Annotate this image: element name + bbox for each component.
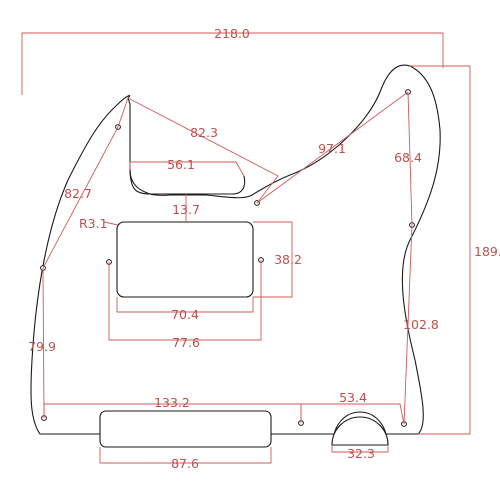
label-pickup-height: 38.2 [274,252,302,267]
label-neck-pocket-width: 56.1 [167,157,195,172]
bridge-cutout [99,410,272,448]
label-pickup-screw-spacing: 77.6 [172,335,200,350]
label-overall-width: 218.0 [214,26,250,41]
control-cutout [331,416,389,446]
label-corner-radius: R3.1 [79,216,108,231]
label-overall-height: 189.5 [474,244,500,259]
label-control-width: 32.3 [347,446,375,461]
dimension-lines [21,32,471,464]
pickguard-outline [30,64,441,435]
dimension-labels: 218.0 189.5 82.3 56.1 13.7 R3.1 82.7 38.… [28,26,500,471]
label-left-lower-edge: 79.9 [28,339,56,354]
pickup-cutout [116,221,254,298]
label-upper-diagonal: 82.3 [190,125,218,140]
label-right-upper-edge: 68.4 [394,150,422,165]
label-horn-diagonal: 97.1 [318,141,346,156]
label-right-lower-edge: 102.8 [403,317,439,332]
neck-pocket-cut [129,167,246,195]
label-bridge-width: 87.6 [171,456,199,471]
label-gap-to-pickup: 13.7 [172,202,200,217]
label-left-upper-edge: 82.7 [64,186,92,201]
label-bottom-screw-spacing: 133.2 [154,395,190,410]
label-pickup-width: 70.4 [171,307,199,322]
label-control-offset: 53.4 [339,390,367,405]
